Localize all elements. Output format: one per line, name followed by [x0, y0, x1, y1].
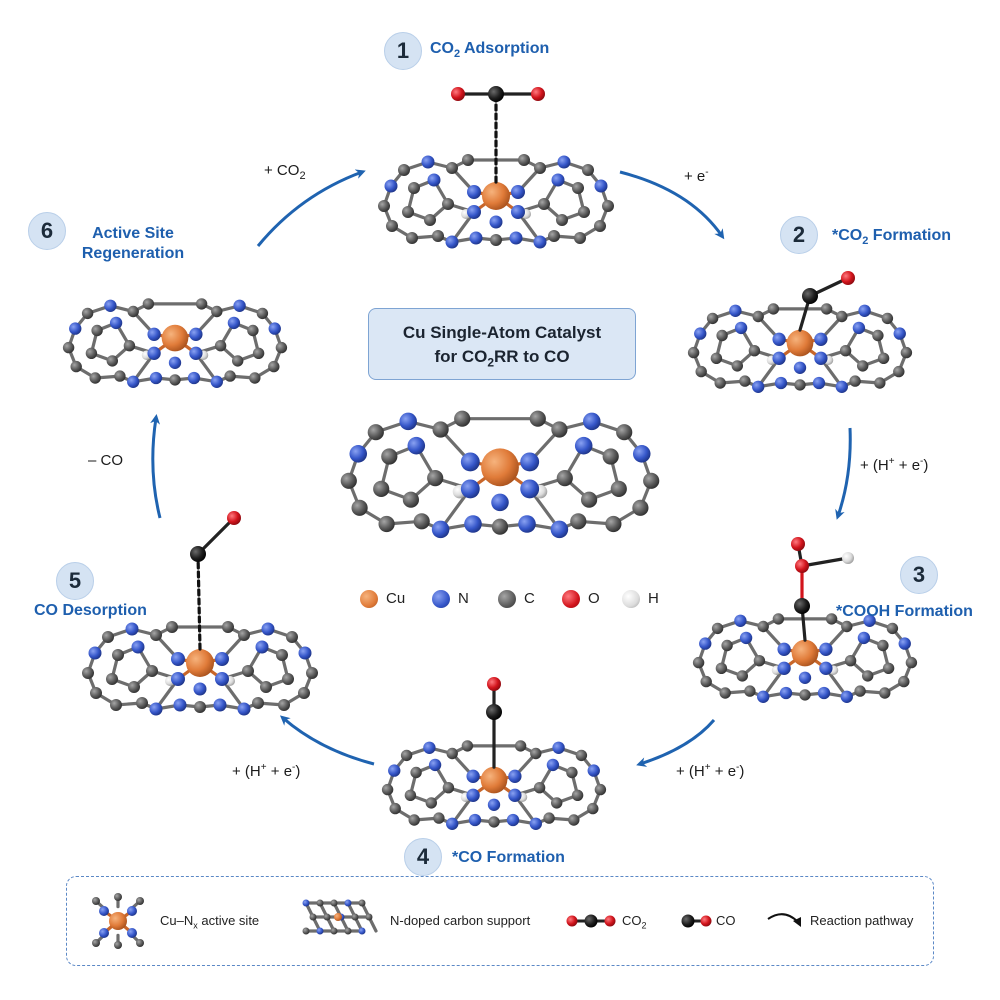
diagram-title-line-2: for CO2RR to CO: [434, 347, 570, 370]
legend-c-label: C: [524, 590, 535, 607]
cycle-arrow-2-to-3: [835, 427, 852, 520]
reaction-label-4-5: + (H+ + e-): [232, 762, 301, 780]
catalyst-structure-step-2: [687, 303, 913, 393]
diagram-title-box: Cu Single-Atom Catalyst for CO2RR to CO: [368, 308, 636, 380]
key-carbon-support-label: N-doped carbon support: [390, 913, 531, 928]
key-panel: [66, 876, 934, 966]
legend-n-swatch: [432, 590, 450, 608]
step-2-title: *CO2 Formation: [832, 227, 952, 248]
catalyst-structure-center: [340, 410, 660, 539]
key-co-label: CO: [716, 913, 736, 928]
step-3-title: *COOH Formation: [836, 603, 973, 620]
reaction-label-2-3: + (H+ + e-): [860, 456, 929, 474]
key-pathway-label: Reaction pathway: [810, 913, 914, 928]
key-active-site-icon: [92, 893, 144, 949]
adsorbate-molecules: [190, 86, 855, 769]
reaction-label-1-2: + e-: [684, 167, 709, 185]
legend-cu-swatch: [360, 590, 378, 608]
legend-h-label: H: [648, 590, 659, 607]
step-5-badge: 5: [56, 562, 94, 600]
step-6-badge: 6: [28, 212, 66, 250]
catalyst-structure-step-4: [381, 740, 607, 830]
key-active-site-label: Cu–Nx active site: [160, 913, 260, 931]
key-carbon-support-icon: [302, 899, 378, 935]
reaction-label-3-4: + (H+ + e-): [676, 762, 745, 780]
reaction-label-5-6: – CO: [88, 452, 124, 469]
cycle-arrow-1-to-2: [619, 170, 725, 240]
legend-cu-label: Cu: [386, 590, 406, 607]
step-4-title: *CO Formation: [452, 849, 565, 866]
legend-h-swatch: [622, 590, 640, 608]
diagram-title-line-1: Cu Single-Atom Catalyst: [402, 323, 602, 342]
step-3-badge: 3: [900, 556, 938, 594]
legend-o-label: O: [588, 590, 600, 607]
cycle-arrow-6-to-1: [256, 169, 366, 247]
key-co2-label: CO2: [622, 913, 647, 931]
cycle-arrow-5-to-6: [150, 414, 162, 519]
step-5-title: CO Desorption: [34, 602, 147, 619]
catalyst-structure-step-6: [62, 298, 288, 388]
reaction-label-6-1: + CO2: [264, 162, 306, 182]
cycle-arrow-4-to-5: [279, 715, 375, 766]
key-co-icon: [681, 914, 712, 928]
step-1-badge: 1: [384, 32, 422, 70]
step-1-title: CO2 Adsorption: [430, 40, 550, 61]
catalyst-structure-step-5: [82, 621, 318, 716]
catalyst-structure-step-3: [692, 613, 918, 703]
catalyst-structure-step-1: [378, 154, 614, 249]
step-2-badge: 2: [780, 216, 818, 254]
key-pathway-arrowhead: [793, 917, 801, 927]
key-co2-icon: [566, 914, 616, 928]
legend-c-swatch: [498, 590, 516, 608]
cycle-arrow-3-to-4: [636, 719, 716, 767]
legend-n-label: N: [458, 590, 469, 607]
legend-o-swatch: [562, 590, 580, 608]
step-4-badge: 4: [404, 838, 442, 876]
